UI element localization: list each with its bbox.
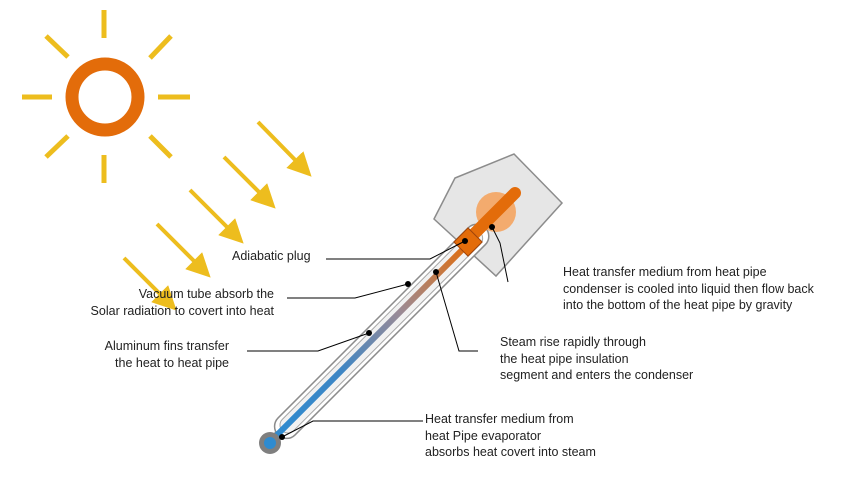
label-evaporator: Heat transfer medium from heat Pipe evap… [425,412,596,459]
label-vacuum-tube: Vacuum tube absorb the Solar radiation t… [90,287,274,318]
arrow-down-right-icon [155,222,211,278]
arrow-down-right-icon [122,256,177,311]
heat-pipe [269,243,469,443]
condenser-bulb [462,187,521,246]
label-condenser-flow: Heat transfer medium from heat pipe cond… [563,265,814,312]
label-adiabatic-plug: Adiabatic plug [232,249,311,263]
arrow-down-right-icon [222,155,276,209]
adiabatic-plug [453,227,483,257]
label-aluminum-fins: Aluminum fins transfer the heat to heat … [104,339,229,370]
label-steam-rise: Steam rise rapidly through the heat pipe… [500,335,694,382]
sun-icon [22,10,190,183]
arrow-down-right-icon [256,120,312,177]
leader-lines [247,226,509,438]
leader-dots [279,224,495,440]
arrow-down-right-icon [188,188,244,244]
radiation-arrows [122,120,312,311]
